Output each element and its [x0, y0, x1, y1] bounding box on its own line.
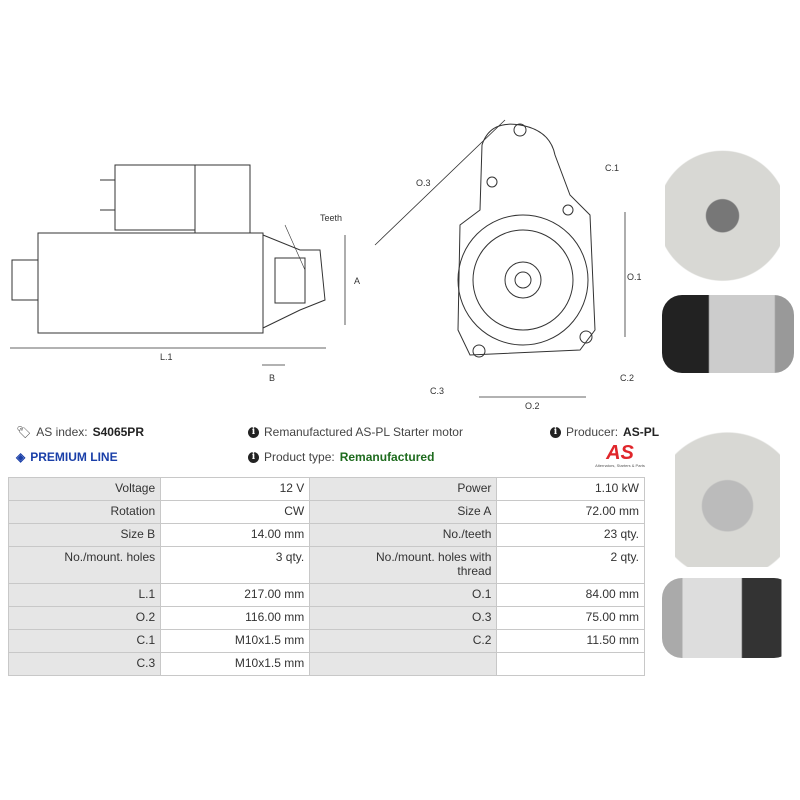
- info-icon: i: [248, 426, 259, 438]
- as-pl-logo: AS Alternators, Starters & Parts: [595, 442, 645, 468]
- spec-label: C.2: [309, 629, 498, 653]
- diamond-icon: ◈: [16, 450, 26, 464]
- spec-value: 11.50 mm: [496, 629, 645, 653]
- spec-label: Rotation: [7, 500, 162, 524]
- o2-label: O.2: [525, 401, 540, 411]
- l1-label: L.1: [160, 352, 173, 362]
- product-photo-rear: [675, 392, 780, 567]
- spec-label: Size A: [309, 500, 498, 524]
- producer: i Producer: AS-PL: [550, 425, 659, 439]
- spec-value: 84.00 mm: [496, 583, 645, 607]
- product-type-value: Remanufactured: [339, 450, 435, 464]
- spec-value: 14.00 mm: [160, 523, 311, 547]
- spec-value: 75.00 mm: [496, 606, 645, 630]
- spec-label: Voltage: [7, 477, 162, 501]
- spec-label: [309, 652, 498, 676]
- size-a-label: A: [354, 276, 361, 286]
- teeth-label: Teeth: [320, 213, 343, 223]
- size-b-label: B: [269, 373, 276, 383]
- spec-value: 2 qty.: [496, 546, 645, 584]
- c3-label: C.3: [430, 386, 445, 396]
- product-photo-side-2: [662, 578, 794, 658]
- spec-label: No./teeth: [309, 523, 498, 547]
- spec-value: 3 qty.: [160, 546, 311, 584]
- tags-icon: 🏷: [16, 425, 32, 439]
- spec-value: [496, 652, 645, 676]
- spec-label: C.3: [7, 652, 162, 676]
- c2-label: C.2: [620, 373, 635, 383]
- spec-value: 72.00 mm: [496, 500, 645, 524]
- c1-label: C.1: [605, 163, 620, 173]
- o1-label: O.1: [627, 272, 642, 282]
- spec-label: L.1: [7, 583, 162, 607]
- producer-value: AS-PL: [623, 425, 660, 439]
- spec-value: M10x1.5 mm: [160, 652, 311, 676]
- spec-value: M10x1.5 mm: [160, 629, 311, 653]
- info-icon: i: [550, 426, 561, 438]
- spec-label: O.2: [7, 606, 162, 630]
- spec-label: No./mount. holes with thread: [309, 546, 498, 584]
- spec-value: 217.00 mm: [160, 583, 311, 607]
- spec-label: O.1: [309, 583, 498, 607]
- spec-label: C.1: [7, 629, 162, 653]
- info-icon: i: [248, 451, 259, 463]
- spec-value: CW: [160, 500, 311, 524]
- spec-label: Power: [309, 477, 498, 501]
- spec-label: O.3: [309, 606, 498, 630]
- product-photo-side: [662, 295, 794, 373]
- as-index: 🏷 AS index: S4065PR: [16, 425, 144, 439]
- front-view-drawing: [374, 119, 626, 398]
- spec-value: 23 qty.: [496, 523, 645, 547]
- spec-value: 12 V: [160, 477, 311, 501]
- spec-label: Size B: [7, 523, 162, 547]
- description: i Remanufactured AS-PL Starter motor: [248, 425, 463, 439]
- side-view-drawing: [10, 164, 346, 366]
- spec-value: 116.00 mm: [160, 606, 311, 630]
- o3-label: O.3: [416, 178, 431, 188]
- spec-value: 1.10 kW: [496, 477, 645, 501]
- premium-line-badge: ◈ PREMIUM LINE: [16, 450, 118, 464]
- spec-label: No./mount. holes: [7, 546, 162, 584]
- as-index-value: S4065PR: [92, 425, 144, 439]
- product-photo-front: [665, 125, 780, 290]
- product-type: i Product type: Remanufactured: [248, 450, 434, 464]
